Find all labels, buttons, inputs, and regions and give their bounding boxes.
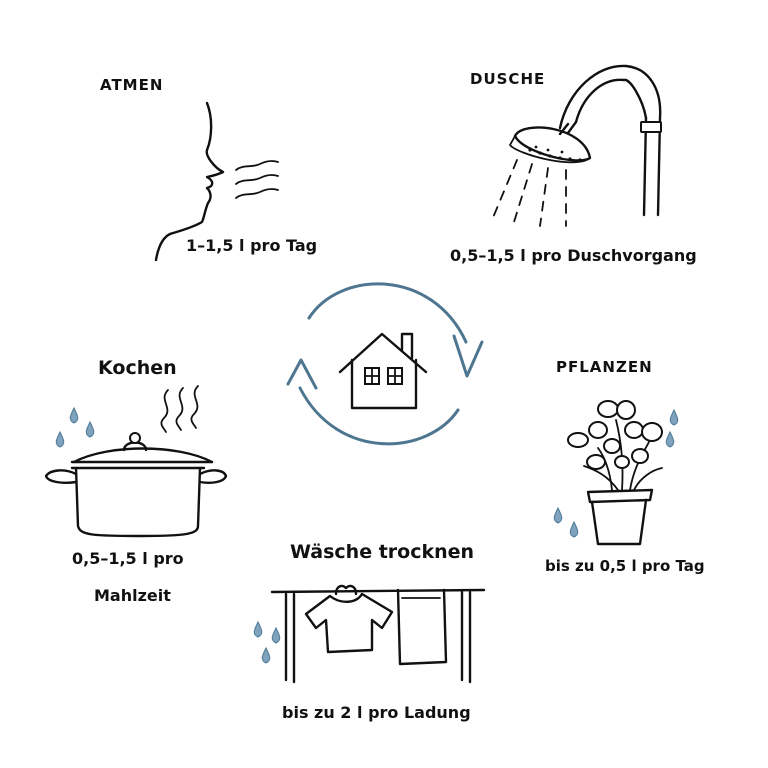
label-laundry: Wäsche trocknen	[290, 541, 475, 563]
water-drops-cooking	[55, 406, 95, 448]
amount-cooking-line1: 0,5–1,5 l pro	[72, 549, 184, 568]
cycle-arrows-icon	[286, 282, 484, 446]
shower-head-icon	[491, 64, 662, 227]
amount-plants: bis zu 0,5 l pro Tag	[545, 557, 705, 575]
water-drops-laundry	[253, 620, 281, 664]
face-profile-icon	[154, 101, 279, 262]
amount-shower: 0,5–1,5 l pro Duschvorgang	[450, 246, 697, 265]
amount-breathing: 1–1,5 l pro Tag	[186, 236, 318, 255]
potted-plant-icon	[567, 400, 663, 546]
cooking-pot-icon	[44, 385, 228, 538]
label-cooking: Kochen	[98, 357, 177, 379]
house-icon	[338, 332, 428, 410]
water-drops-plants	[553, 408, 679, 538]
label-shower: DUSCHE	[470, 70, 546, 88]
amount-cooking-line2: Mahlzeit	[94, 586, 171, 605]
amount-laundry: bis zu 2 l pro Ladung	[282, 703, 471, 722]
laundry-rack-icon	[270, 584, 486, 684]
label-plants: PFLANZEN	[556, 358, 653, 376]
label-breathing: ATMEN	[100, 76, 164, 94]
